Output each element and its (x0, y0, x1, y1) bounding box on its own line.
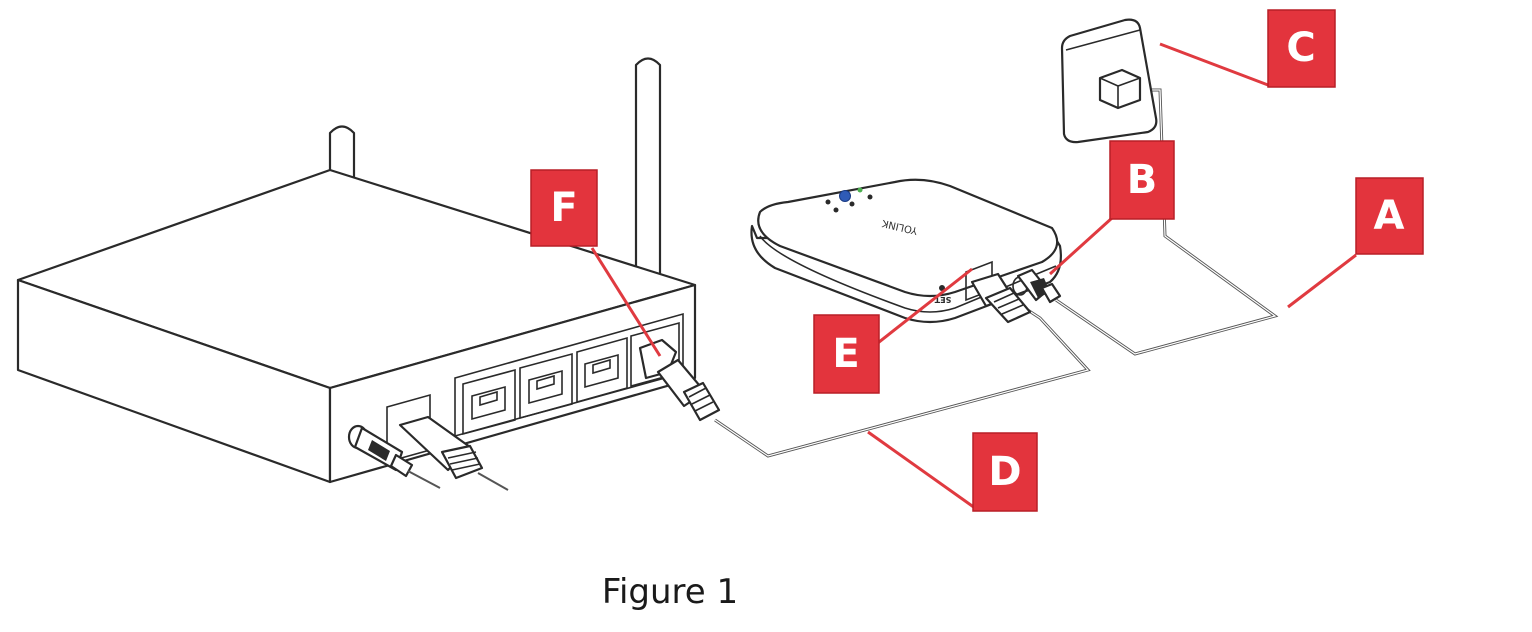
hub-reset-label: SET (934, 295, 951, 304)
hub: YOLINK SET (750, 178, 1062, 324)
callout-f: F (530, 169, 598, 247)
router-wan-plug (398, 415, 509, 491)
leader-line-f (590, 247, 662, 357)
leader-line-c (1159, 42, 1269, 87)
callout-d-label: D (988, 449, 1021, 495)
coax-connector (347, 424, 441, 489)
router-lan-port-3 (576, 336, 628, 404)
callout-c-label: C (1286, 25, 1315, 71)
leader-line-b (1048, 216, 1114, 276)
router-antenna-right (634, 57, 662, 294)
ethernet-cable (638, 303, 1091, 458)
hub-status-leds (825, 187, 873, 213)
callout-b: B (1109, 140, 1175, 220)
callout-e-label: E (832, 331, 859, 377)
router-lan-port-1 (462, 368, 516, 436)
callout-e: E (813, 314, 880, 394)
figure-caption: Figure 1 (601, 572, 739, 612)
callout-a-label: A (1374, 193, 1405, 239)
router-lan-port-2 (519, 352, 573, 420)
power-cable (1055, 88, 1279, 356)
router (16, 57, 697, 491)
power-adapter (1098, 68, 1142, 110)
hub-ethernet-plug (970, 272, 1032, 324)
leader-line-a (1287, 253, 1357, 309)
callout-c: C (1267, 9, 1336, 88)
callout-f-label: F (550, 185, 577, 231)
callout-b-label: B (1127, 157, 1158, 203)
hub-top (757, 178, 1059, 298)
leader-line-d (867, 430, 976, 510)
router-lan-plug (638, 338, 721, 422)
callout-a: A (1355, 177, 1424, 255)
hub-power-plug (1016, 268, 1062, 304)
callout-d: D (972, 432, 1038, 512)
